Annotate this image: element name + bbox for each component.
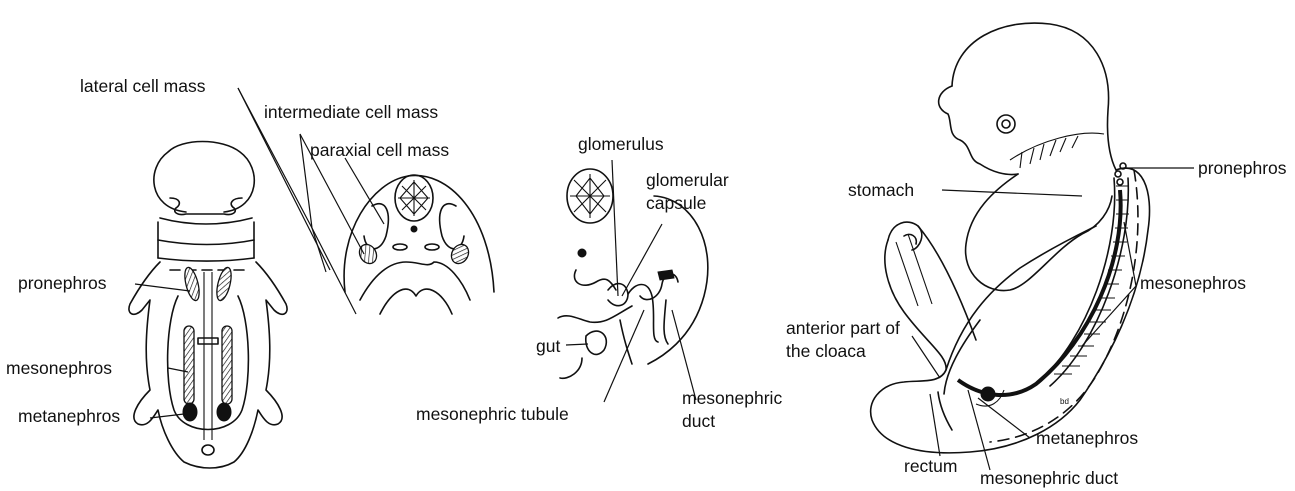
- label-mesonephric-duct-mid-2: duct: [682, 411, 715, 431]
- label-metanephros-left: metanephros: [18, 406, 120, 426]
- artist-signature: bd: [1060, 397, 1069, 406]
- label-pronephros-left: pronephros: [18, 273, 107, 293]
- label-glomerular-capsule-1: glomerular: [646, 170, 729, 190]
- label-metanephros-right: metanephros: [1036, 428, 1138, 448]
- label-anterior-cloaca-1: anterior part of: [786, 318, 900, 338]
- label-glomerulus: glomerulus: [578, 134, 664, 154]
- label-pronephros-right: pronephros: [1198, 158, 1287, 178]
- dorsal-embryo-view: [129, 142, 287, 469]
- label-rectum: rectum: [904, 456, 957, 476]
- label-glomerular-capsule-2: capsule: [646, 193, 706, 213]
- label-mesonephros-right: mesonephros: [1140, 273, 1246, 293]
- label-anterior-cloaca-2: the cloaca: [786, 341, 866, 361]
- label-gut: gut: [536, 336, 560, 356]
- label-mesonephric-duct-right: mesonephric duct: [980, 468, 1118, 488]
- label-stomach: stomach: [848, 180, 914, 200]
- lateral-embryo-view: bd: [871, 23, 1194, 470]
- label-mesonephric-duct-mid-1: mesonephric: [682, 388, 782, 408]
- label-intermediate-cell-mass: intermediate cell mass: [264, 102, 438, 122]
- label-paraxial-cell-mass: paraxial cell mass: [310, 140, 449, 160]
- label-lateral-cell-mass: lateral cell mass: [80, 76, 205, 96]
- label-mesonephros-left: mesonephros: [6, 358, 112, 378]
- label-mesonephric-tubule: mesonephric tubule: [416, 404, 569, 424]
